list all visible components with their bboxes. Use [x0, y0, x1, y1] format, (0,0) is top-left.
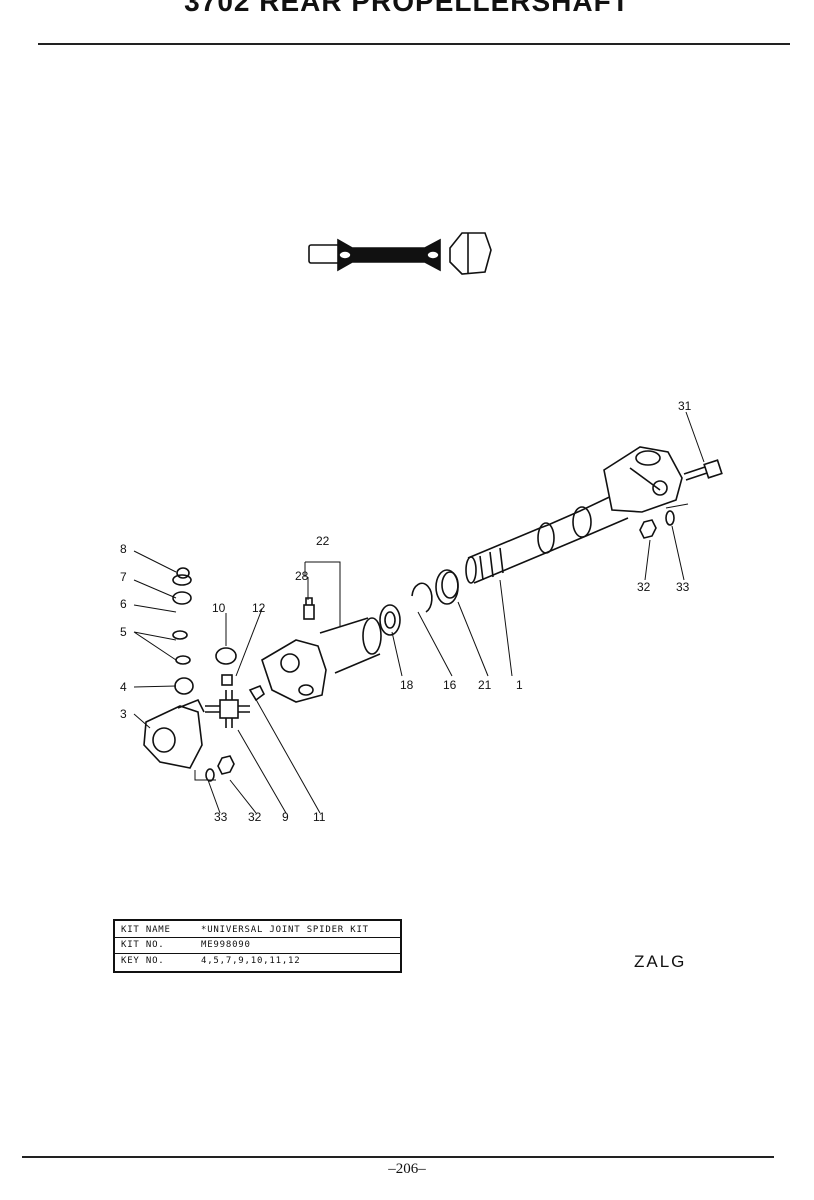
washer-part-33 — [205, 768, 215, 782]
callout-16: 16 — [443, 678, 457, 692]
kit-no-label: KIT NO. — [121, 940, 165, 950]
flange-yoke-part-3 — [143, 698, 205, 769]
callout-5: 5 — [120, 625, 127, 639]
callout-8: 8 — [120, 542, 127, 556]
callout-18: 18 — [400, 678, 414, 692]
footer-rule — [22, 1156, 774, 1158]
part-7 — [172, 574, 192, 586]
kit-no-row: KIT NO. ME998090 — [121, 940, 251, 954]
bolt-part-31 — [683, 459, 723, 481]
callout-9: 9 — [282, 810, 289, 824]
callout-32-left: 32 — [248, 810, 262, 824]
bearing-cup-part-10 — [215, 647, 237, 665]
bearing-part-4 — [174, 677, 194, 695]
grease-fitting-part-28 — [303, 597, 315, 620]
spider-part-9 — [205, 690, 250, 728]
part-8 — [176, 567, 190, 579]
callout-12: 12 — [252, 601, 266, 615]
nut-part-32 — [217, 755, 235, 775]
key-no-row: KEY NO. 4,5,7,9,10,11,12 — [121, 956, 301, 970]
header-rule — [38, 43, 790, 45]
leader-lines — [133, 411, 705, 814]
snap-ring-part-16 — [411, 582, 433, 613]
callout-21: 21 — [478, 678, 492, 692]
seal-part-5b — [175, 655, 191, 665]
page-number: –206– — [388, 1161, 426, 1177]
page-title: 3702 REAR PROPELLERSHAFT — [184, 0, 630, 17]
callout-32-right: 32 — [637, 580, 651, 594]
kit-name-label: KIT NAME — [121, 925, 171, 935]
callout-11: 11 — [313, 810, 326, 824]
callout-10: 10 — [212, 601, 226, 615]
seal-part-12 — [221, 674, 233, 686]
callout-22: 22 — [316, 534, 330, 548]
callout-4: 4 — [120, 680, 127, 694]
kit-no-value: ME998090 — [201, 940, 251, 950]
kit-name-row: KIT NAME *UNIVERSAL JOINT SPIDER KIT — [121, 925, 369, 939]
sleeve-yoke-part-22 — [261, 617, 382, 703]
callout-33-left: 33 — [214, 810, 228, 824]
bearing-part-18 — [379, 604, 401, 636]
propeller-tube-part-1 — [465, 491, 629, 584]
flange-yoke-rear — [603, 446, 683, 513]
kit-name-value: *UNIVERSAL JOINT SPIDER KIT — [201, 925, 369, 935]
key-no-label: KEY NO. — [121, 956, 165, 966]
kit-info-table: KIT NAME *UNIVERSAL JOINT SPIDER KIT KIT … — [113, 919, 402, 973]
callout-1: 1 — [516, 678, 523, 692]
callout-7: 7 — [120, 570, 127, 584]
fitting-part-11 — [248, 684, 266, 702]
model-code: ZALG — [634, 952, 687, 971]
callout-6: 6 — [120, 597, 127, 611]
callout-28: 28 — [295, 569, 309, 583]
seal-part-5a — [172, 630, 188, 640]
nut-washer-right — [639, 510, 675, 539]
location-thumbnail — [308, 232, 492, 275]
key-no-value: 4,5,7,9,10,11,12 — [201, 956, 301, 966]
callout-31: 31 — [678, 399, 692, 413]
part-6 — [172, 591, 192, 605]
callout-3: 3 — [120, 707, 127, 721]
callout-33-right: 33 — [676, 580, 690, 594]
